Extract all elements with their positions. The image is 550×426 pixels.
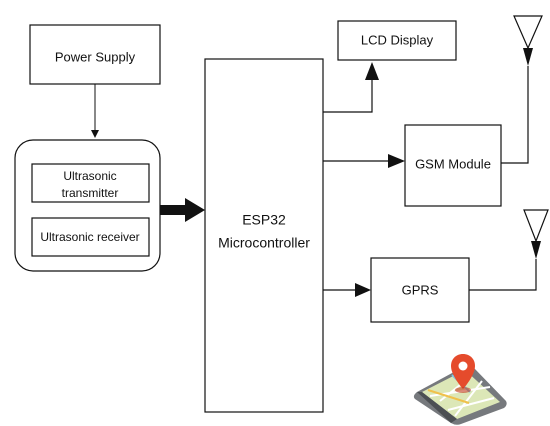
esp32-to-lcd-line [323,80,373,113]
power-to-ultrasonic-arrowhead [91,130,99,138]
gprs-antenna-feed-line [469,259,537,291]
ultrasonic-receiver-block [31,217,150,257]
ultrasonic-receiver-label: Ultrasonic receiver [40,230,139,244]
esp32-to-gprs-arrowhead [355,283,371,297]
esp32-to-lcd-arrowhead [365,62,379,80]
gsm-antenna-base-icon [523,48,533,66]
esp32-label-line1: ESP32 [242,212,286,228]
location-pin-icon [451,354,475,393]
gsm-module-block [404,124,502,207]
gprs-antenna-base-icon [531,241,541,259]
ultrasonic-transmitter-label-line2: transmitter [62,186,119,200]
ultrasonic-transmitter-label-line1: Ultrasonic [63,169,116,183]
lcd-display-label: LCD Display [361,32,434,47]
power-supply-label: Power Supply [55,49,136,64]
ultrasonic-transmitter-block [31,163,150,203]
gsm-module-label: GSM Module [415,156,491,171]
esp32-microcontroller-block [204,58,324,413]
power-supply-block [29,24,161,85]
smartphone-map-icon [413,365,507,425]
gprs-antenna-icon [523,209,549,243]
esp32-to-gsm-arrowhead [388,154,405,168]
ultrasonic-to-esp32-thick-arrow [160,198,205,222]
gprs-block [370,257,470,323]
esp32-label-line2: Microcontroller [218,235,310,251]
gprs-label: GPRS [402,282,439,297]
gsm-antenna-feed-line [501,66,529,164]
lcd-display-block [337,20,457,61]
gsm-antenna-icon [513,15,543,50]
